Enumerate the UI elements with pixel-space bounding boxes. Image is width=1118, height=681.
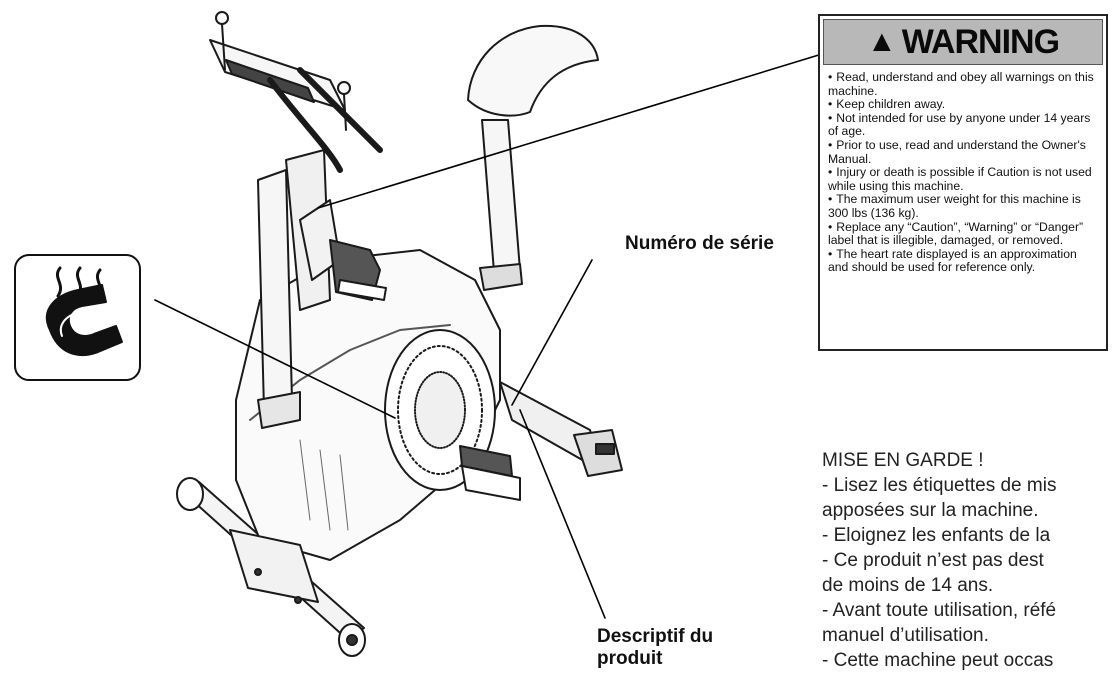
warning-label: ▲ WARNING Read, understand and obey all … <box>818 14 1108 351</box>
french-warning-line: manuel d’utilisation. <box>822 625 989 646</box>
french-warning-line: de moins de 14 ans. <box>822 575 994 596</box>
warning-item: The maximum user weight for this machine… <box>828 192 1098 220</box>
seat-post <box>467 24 599 291</box>
pedals <box>329 239 521 501</box>
french-warning-line: - Ce produit n’est pas dest <box>822 550 1044 571</box>
warning-item: Replace any “Caution”, “Warning” or “Dan… <box>828 220 1098 248</box>
callout-lines <box>154 53 823 619</box>
french-warning-line: - Avant toute utilisation, réfé <box>822 600 1057 621</box>
french-warning-line: - Lisez les étiquettes de mis <box>822 475 1057 496</box>
french-warning-line: - Eloignez les enfants de la <box>822 525 1051 546</box>
product-description-label: Descriptif du produit <box>597 626 714 669</box>
warning-header: ▲ WARNING <box>823 19 1103 65</box>
warning-item: Injury or death is possible if Caution i… <box>828 165 1098 193</box>
warning-item: Prior to use, read and understand the Ow… <box>828 138 1098 166</box>
french-warning-line: apposées sur la machine. <box>822 500 1039 521</box>
magnet-icon-box <box>14 254 141 381</box>
warning-item: Not intended for use by anyone under 14 … <box>828 111 1098 139</box>
warning-item: The heart rate displayed is an approxima… <box>828 247 1098 275</box>
french-warning-line: - Cette machine peut occas <box>822 650 1054 671</box>
console-handlebars <box>209 11 383 281</box>
french-warning-text: MISE EN GARDE ! - Lisez les étiquettes d… <box>822 448 1118 681</box>
warning-triangle-icon: ▲ <box>866 25 897 58</box>
warning-item: Keep children away. <box>828 98 1098 112</box>
warning-items: Read, understand and obey all warnings o… <box>820 70 1106 275</box>
french-warning-line: MISE EN GARDE ! <box>822 450 984 471</box>
flywheel-cover <box>384 329 496 491</box>
warning-item: Read, understand and obey all warnings o… <box>828 70 1098 98</box>
warning-title: WARNING <box>901 22 1060 61</box>
rear-stabilizer <box>499 381 623 477</box>
serial-number-label: Numéro de série <box>625 233 774 254</box>
